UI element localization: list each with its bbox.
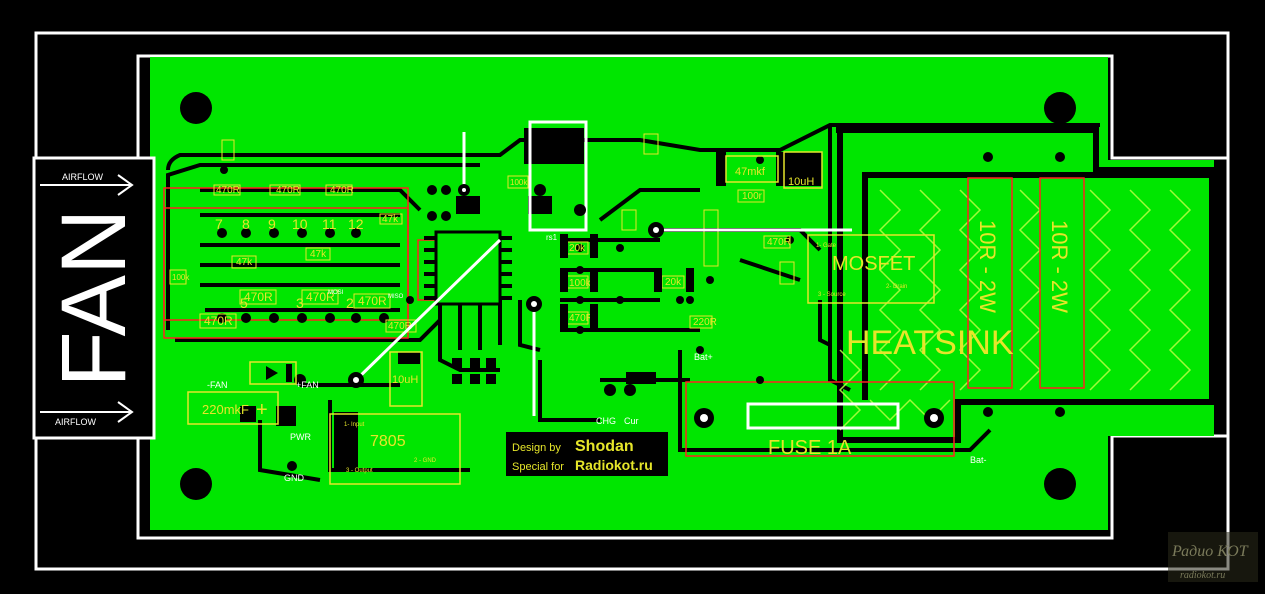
ic-chip xyxy=(424,230,512,306)
regulator-input-label: 1- Input xyxy=(344,422,365,428)
mosfet-drain-label: 2- Drain xyxy=(886,284,907,290)
watermark-url: radiokot.ru xyxy=(1180,570,1225,581)
watermark-box xyxy=(1168,532,1258,582)
capacitor-220-outline xyxy=(187,391,279,425)
mosfet-source-label: 3 - Source xyxy=(818,292,846,298)
mosi-label: MOSI xyxy=(328,290,344,296)
vias xyxy=(220,152,1065,471)
heatsink-isolation xyxy=(836,127,1215,443)
r220r-label: 220R xyxy=(693,317,717,328)
mosfet-label: MOSFET xyxy=(832,253,915,275)
inductor-b-label: 10uH xyxy=(392,374,418,386)
airflow-top-label: AIRFLOW xyxy=(62,172,104,182)
airflow-bottom-label: AIRFLOW xyxy=(55,417,97,427)
pwr-label: PWR xyxy=(290,432,311,442)
capacitor-220-label: 220mkF xyxy=(202,402,249,417)
pin-number: 11 xyxy=(322,216,337,232)
regulator-output-label: 3 - Output xyxy=(346,468,373,474)
fan-label: FAN xyxy=(43,209,145,388)
r47k-label: 47k xyxy=(236,257,253,268)
r100k-label: 100k xyxy=(569,278,592,289)
mosfet-outline xyxy=(807,234,935,304)
pin-number: 10 xyxy=(292,216,308,232)
credits-box xyxy=(506,432,668,476)
r470-label: 470R xyxy=(276,185,300,196)
r100k-label: 100k xyxy=(172,273,190,282)
header-numbers: 7 8 9 10 11 12 5 3 2 xyxy=(215,216,364,311)
r470-label: 470R xyxy=(388,321,412,332)
airflow-arrows xyxy=(40,174,134,423)
r470-label: 470R xyxy=(358,294,387,308)
cur-label: Cur xyxy=(624,416,639,426)
pads xyxy=(240,128,822,472)
fan-minus-label: -FAN xyxy=(207,380,228,390)
watermark-brand: Радио КОТ xyxy=(1171,543,1249,560)
jumper-wires xyxy=(354,120,900,430)
diode xyxy=(249,361,297,385)
inductor-b-outline xyxy=(389,351,423,407)
round-pads xyxy=(294,184,944,428)
capacitor-47-label: 47mkf xyxy=(735,166,766,178)
pin-number: 7 xyxy=(215,216,223,232)
r470-label: 470R xyxy=(216,185,240,196)
credits-special-for: Special for xyxy=(512,461,564,473)
r100r-label: 100r xyxy=(742,191,763,202)
r470-label: 470R xyxy=(306,290,335,304)
resistor-labels: 470R 470R 470R 470R 470R 470R 470R 470R … xyxy=(172,178,791,332)
r470-label: 470R xyxy=(767,237,791,248)
credits-design-by: Design by xyxy=(512,442,561,454)
fuse-label: FUSE 1A xyxy=(768,437,852,459)
credits-site: Radiokot.ru xyxy=(575,457,653,473)
small-resistor-outlines xyxy=(169,133,795,333)
miso-label: MISO xyxy=(388,294,404,300)
pin-labels: -FAN +FAN PWR GND Bat+ Bat- CHG Cur rs1 … xyxy=(207,233,987,483)
heatsink-hatch xyxy=(838,189,1192,431)
mounting-holes xyxy=(180,92,1076,500)
heatsink-label: HEATSINK xyxy=(846,324,1014,362)
isolation-traces xyxy=(166,123,1100,482)
regulator-gnd-label: 2 - GND xyxy=(414,458,437,464)
r20k-label: 20k xyxy=(665,277,682,288)
gnd-label: GND xyxy=(284,473,305,483)
inductor-a-label: 10uH xyxy=(788,176,814,188)
pin-number: 9 xyxy=(268,216,276,232)
r47k-label: 47k xyxy=(382,214,399,225)
inductor-a-outline xyxy=(783,151,823,189)
fan-box xyxy=(32,156,156,440)
mosfet-gate-label: 1- Gate xyxy=(816,243,837,249)
r470-label: 470R xyxy=(569,313,593,324)
pin-number: 8 xyxy=(242,216,250,232)
bat-minus-label: Bat- xyxy=(970,455,987,465)
r470-label: 470R xyxy=(330,185,354,196)
regulator-label: 7805 xyxy=(370,433,406,450)
r20k-label: 20k xyxy=(569,243,586,254)
capacitor-47-outline xyxy=(725,155,779,183)
rs1-label: rs1 xyxy=(546,233,558,242)
capacitor-plus-label: + xyxy=(256,399,268,421)
bat-plus-label: Bat+ xyxy=(694,352,713,362)
regulator-outline xyxy=(329,413,461,485)
header-pins xyxy=(217,185,451,323)
power-resistor-1-label: 10R - 2W xyxy=(975,220,1000,313)
pin-number: 12 xyxy=(348,216,364,232)
pin-number: 2 xyxy=(346,295,354,311)
r470-label: 470R xyxy=(244,290,273,304)
r47k-label: 47k xyxy=(310,249,327,260)
r470-label: 470R xyxy=(204,314,233,328)
credits-author: Shodan xyxy=(575,438,634,455)
enclosure-outline xyxy=(136,54,1230,540)
r100k-label: 100k xyxy=(510,178,528,187)
pin-number: 5 xyxy=(240,295,248,311)
chg-label: CHG xyxy=(596,416,616,426)
fan-plus-label: +FAN xyxy=(296,380,319,390)
power-resistor-2-label: 10R - 2W xyxy=(1047,220,1072,313)
pin-number: 3 xyxy=(296,295,304,311)
